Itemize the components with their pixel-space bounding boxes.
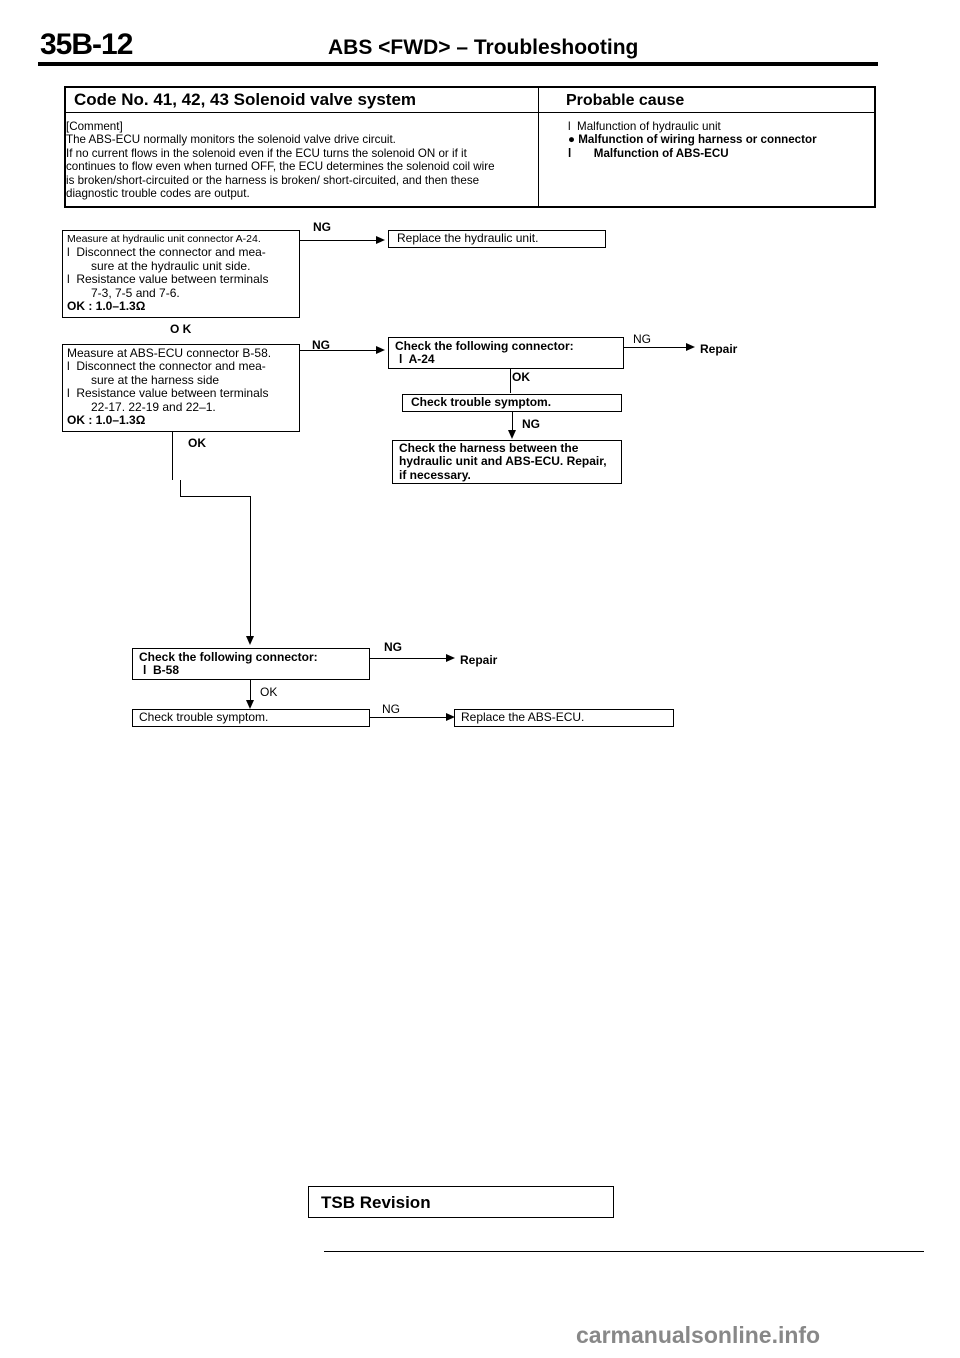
replace-hydraulic-unit-box: Replace the hydraulic unit. <box>388 230 606 248</box>
tsb-revision-box: TSB Revision <box>308 1186 614 1218</box>
probable-cause-heading: Probable cause <box>566 92 685 109</box>
step1-line: l Disconnect the connector and mea- <box>67 245 266 260</box>
check-b58-ok-label: OK <box>260 685 278 699</box>
arrow-right-icon <box>376 346 385 354</box>
harness-line: Check the harness between the <box>399 441 579 455</box>
symptom1-ng-label: NG <box>522 417 540 431</box>
arrow-down-icon <box>246 700 254 709</box>
check-trouble-symptom-box: Check trouble symptom. <box>402 394 622 412</box>
flow-line <box>250 680 251 700</box>
comment-line: diagnostic trouble codes are output. <box>66 187 250 201</box>
check-b58-line: l B-58 <box>143 663 180 678</box>
check-trouble-symptom-2-box: Check trouble symptom. <box>132 709 370 727</box>
cause-item: l Malfunction of ABS-ECU <box>568 146 729 160</box>
info-heading-row <box>66 88 874 113</box>
code-heading: Code No. 41, 42, 43 Solenoid valve syste… <box>74 90 417 109</box>
bullet: l <box>568 120 571 133</box>
arrow-down-icon <box>246 636 254 645</box>
step1-ng-line <box>300 240 376 241</box>
arrow-right-icon <box>446 654 455 662</box>
comment-line: continues to flow even when turned OFF, … <box>66 160 495 174</box>
replace-abs-ecu-box: Replace the ABS-ECU. <box>454 709 674 727</box>
flow-line <box>250 496 251 636</box>
step2-spec: OK : 1.0–1.3Ω <box>67 413 146 428</box>
step2-line: 22-17. 22-19 and 22–1. <box>91 399 216 414</box>
step2-line: sure at the harness side <box>91 372 220 387</box>
symptom2-ng-line <box>370 717 446 718</box>
bullet: ● <box>568 133 576 147</box>
check-a24-line: l A-24 <box>399 352 435 367</box>
cause-list: l Malfunction of hydraulic unit ● Malfun… <box>568 120 868 160</box>
step2-line: Measure at ABS-ECU connector B-58. <box>67 346 272 360</box>
comment-column <box>66 88 539 206</box>
step1-ok-label: O K <box>170 322 192 336</box>
check-harness-box: Check the harness between the hydraulic … <box>392 440 622 484</box>
check-connector-a24-box: Check the following connector: l A-24 <box>388 337 624 369</box>
page-title: ABS <FWD> – Troubleshooting <box>328 36 639 59</box>
step1-line: l Resistance value between terminals <box>67 272 269 287</box>
header-rule <box>38 62 878 66</box>
arrow-down-icon <box>508 430 516 439</box>
repair-label: Repair <box>460 653 498 667</box>
arrow-right-icon <box>446 713 455 721</box>
step2-line: l Resistance value between terminals <box>67 386 269 401</box>
step1-line: sure at the hydraulic unit side. <box>91 258 251 273</box>
page-number: 35B-12 <box>40 28 133 61</box>
flow-line <box>512 412 513 430</box>
check-connector-b58-box: Check the following connector: l B-58 <box>132 648 370 680</box>
footer-rule <box>324 1251 924 1252</box>
bullet: l <box>568 146 572 160</box>
comment-label: [Comment] <box>66 120 123 133</box>
step2-ng-line <box>300 350 376 351</box>
step1-line: 7-3, 7-5 and 7-6. <box>91 285 180 300</box>
flow-line <box>180 480 181 496</box>
check-a24-ok-label: OK <box>512 370 530 384</box>
step1-line: Measure at hydraulic unit connector A-24… <box>67 233 261 245</box>
comment-text: [Comment] The ABS-ECU normally monitors … <box>66 120 528 200</box>
comment-line: The ABS-ECU normally monitors the soleno… <box>66 133 396 147</box>
check-a24-ng-label: NG <box>633 332 651 346</box>
check-a24-ng-line <box>624 347 686 348</box>
check-b58-ng-label: NG <box>384 640 402 654</box>
step1-spec: OK : 1.0–1.3Ω <box>67 299 146 314</box>
flow-line <box>172 432 173 480</box>
symptom2-ng-label: NG <box>382 702 400 716</box>
step2-line: l Disconnect the connector and mea- <box>67 359 266 374</box>
arrow-right-icon <box>686 343 695 351</box>
repair-label: Repair <box>700 342 738 356</box>
info-table: Code No. 41, 42, 43 Solenoid valve syste… <box>64 86 876 208</box>
comment-line: is broken/short-circuited or the harness… <box>66 173 480 187</box>
step2-box: Measure at ABS-ECU connector B-58. l Dis… <box>62 344 300 432</box>
harness-line: if necessary. <box>399 467 471 482</box>
check-b58-line: Check the following connector: <box>139 650 318 664</box>
flow-line <box>180 496 250 497</box>
flow-line <box>510 369 511 393</box>
harness-line: hydraulic unit and ABS-ECU. Repair, <box>399 454 607 469</box>
step2-ng-label: NG <box>312 338 330 352</box>
watermark: carmanualsonline.info <box>576 1322 821 1348</box>
step1-box: Measure at hydraulic unit connector A-24… <box>62 230 300 318</box>
check-b58-ng-line <box>370 658 446 659</box>
step2-ok-label: OK <box>188 436 206 450</box>
arrow-right-icon <box>376 236 385 244</box>
cause-item: l Malfunction of hydraulic unit <box>568 120 721 133</box>
step1-ng-label: NG <box>313 220 331 234</box>
comment-line: If no current flows in the solenoid even… <box>66 146 467 160</box>
check-a24-line: Check the following connector: <box>395 339 574 353</box>
cause-item: ● Malfunction of wiring harness or conne… <box>568 133 817 147</box>
